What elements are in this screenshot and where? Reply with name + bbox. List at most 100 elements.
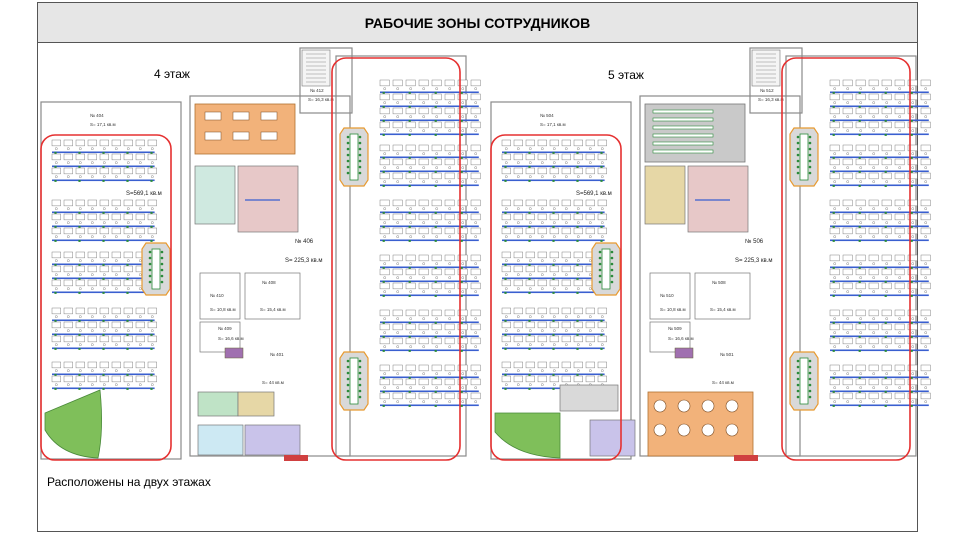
desk-marker — [434, 91, 437, 94]
chair — [448, 115, 451, 118]
chair — [160, 274, 164, 278]
desk — [881, 268, 892, 276]
desk — [881, 121, 892, 129]
desk — [99, 279, 109, 287]
desk-marker — [460, 321, 463, 324]
chair — [79, 147, 82, 150]
chair — [796, 359, 800, 363]
chair — [872, 101, 875, 104]
desk — [444, 121, 455, 129]
partition — [830, 239, 929, 242]
chair — [151, 343, 154, 346]
desk — [894, 158, 905, 166]
chair — [55, 369, 58, 372]
partition — [380, 390, 479, 393]
desk — [585, 139, 595, 147]
desk-marker — [884, 349, 887, 352]
chair — [67, 207, 70, 210]
chair — [859, 152, 862, 155]
partition — [380, 335, 479, 338]
desk — [457, 158, 468, 166]
desk-marker — [126, 387, 129, 390]
desk — [111, 265, 121, 273]
chair — [435, 235, 438, 238]
desk-marker — [884, 105, 887, 108]
chair — [435, 290, 438, 293]
desk — [431, 254, 442, 262]
desk-marker — [884, 321, 887, 324]
desk — [585, 335, 595, 343]
chair — [598, 274, 602, 278]
chair — [448, 166, 451, 169]
desk — [99, 153, 109, 161]
chair — [383, 87, 386, 90]
chair — [517, 161, 520, 164]
desk-marker — [884, 133, 887, 136]
chair — [601, 329, 604, 332]
chair — [448, 152, 451, 155]
chair — [541, 147, 544, 150]
chair — [91, 329, 94, 332]
desk — [501, 139, 511, 147]
chair — [610, 280, 614, 284]
chair — [541, 287, 544, 290]
chair — [358, 359, 362, 363]
chair — [346, 377, 350, 381]
desk — [123, 153, 133, 161]
desk — [881, 378, 892, 386]
chair — [553, 315, 556, 318]
chair — [859, 331, 862, 334]
chair — [911, 207, 914, 210]
chair — [55, 329, 58, 332]
desk — [829, 107, 840, 115]
desk-marker — [102, 211, 105, 214]
desk — [470, 199, 481, 207]
chair — [911, 180, 914, 183]
desk — [855, 144, 866, 152]
chair — [589, 287, 592, 290]
room-number: № 412 — [310, 88, 324, 93]
chair — [358, 371, 362, 375]
desk — [907, 337, 918, 345]
desk-marker — [382, 133, 385, 136]
stairwell — [301, 49, 331, 87]
chair — [872, 345, 875, 348]
desk-marker — [54, 373, 57, 376]
chair — [346, 389, 350, 393]
chair — [505, 315, 508, 318]
chair — [127, 161, 130, 164]
chair — [911, 262, 914, 265]
chair — [115, 369, 118, 372]
chair — [79, 287, 82, 290]
chair — [885, 235, 888, 238]
desk — [457, 254, 468, 262]
chair — [553, 175, 556, 178]
desk-marker — [858, 280, 861, 283]
chair — [358, 383, 362, 387]
desk-marker — [910, 294, 913, 297]
chair — [422, 101, 425, 104]
desk — [561, 265, 571, 273]
desk-marker — [504, 277, 507, 280]
round-table — [725, 399, 739, 413]
chair — [589, 343, 592, 346]
desk-marker — [576, 347, 579, 350]
desk — [405, 213, 416, 221]
desk-marker — [832, 91, 835, 94]
chair — [422, 290, 425, 293]
chair — [139, 221, 142, 224]
chair — [541, 161, 544, 164]
desk — [855, 213, 866, 221]
chair — [151, 235, 154, 238]
chair — [924, 400, 927, 403]
chair — [139, 161, 142, 164]
chair — [396, 262, 399, 265]
chair — [598, 280, 602, 284]
desk — [392, 337, 403, 345]
chair — [91, 287, 94, 290]
chair — [91, 221, 94, 224]
desk — [75, 167, 85, 175]
desk — [51, 213, 61, 221]
conference-table — [260, 111, 278, 121]
chair — [435, 345, 438, 348]
